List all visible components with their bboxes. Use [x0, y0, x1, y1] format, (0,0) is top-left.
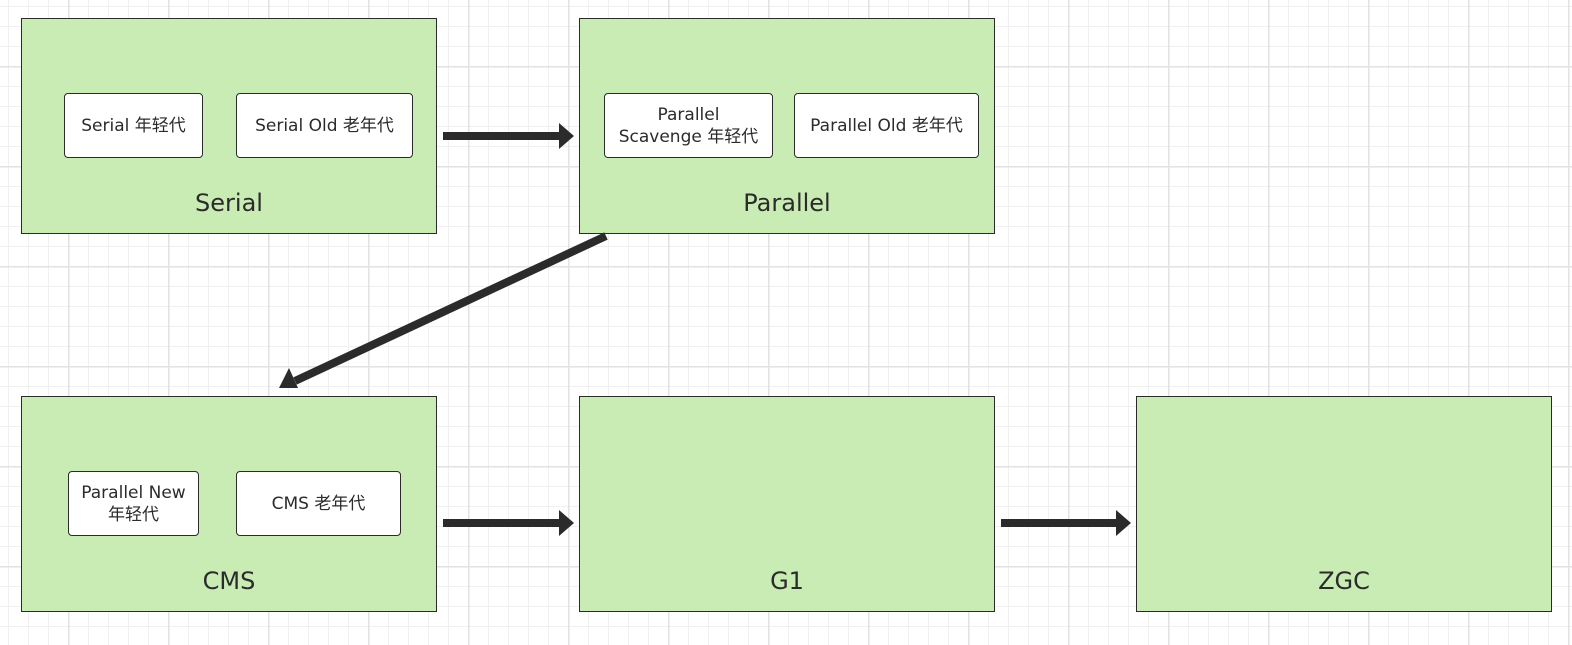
group-title-g1: G1: [770, 567, 804, 595]
arrow-parallel-to-cms[interactable]: [279, 232, 608, 388]
group-serial[interactable]: Serial 年轻代 Serial Old 老年代 Serial: [21, 18, 437, 234]
arrow-serial-to-parallel[interactable]: [443, 123, 574, 149]
node-serial-old[interactable]: Serial Old 老年代: [236, 93, 413, 158]
node-parallel-old[interactable]: Parallel Old 老年代: [794, 93, 979, 158]
node-parallel-scavenge[interactable]: Parallel Scavenge 年轻代: [604, 93, 773, 158]
node-cms-old[interactable]: CMS 老年代: [236, 471, 401, 536]
group-g1[interactable]: G1: [579, 396, 995, 612]
group-parallel[interactable]: Parallel Scavenge 年轻代 Parallel Old 老年代 P…: [579, 18, 995, 234]
group-title-zgc: ZGC: [1318, 567, 1370, 595]
group-title-cms: CMS: [202, 567, 256, 595]
node-parallel-new[interactable]: Parallel New 年轻代: [68, 471, 199, 536]
group-title-serial: Serial: [195, 189, 263, 217]
group-cms[interactable]: Parallel New 年轻代 CMS 老年代 CMS: [21, 396, 437, 612]
arrow-g1-to-zgc[interactable]: [1001, 510, 1131, 536]
arrow-cms-to-g1[interactable]: [443, 510, 574, 536]
group-title-parallel: Parallel: [743, 189, 831, 217]
node-serial-young[interactable]: Serial 年轻代: [64, 93, 203, 158]
group-zgc[interactable]: ZGC: [1136, 396, 1552, 612]
